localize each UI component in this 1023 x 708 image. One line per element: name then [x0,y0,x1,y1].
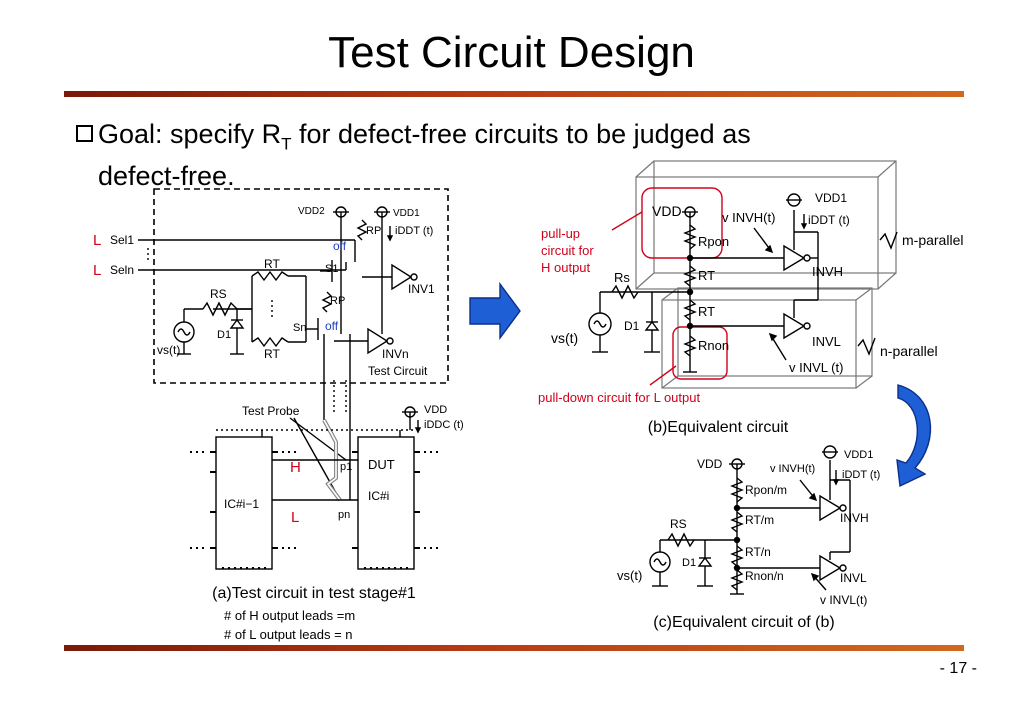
arrow-curved-down-icon [896,384,932,488]
caption-c: (c)Equivalent circuit of (b) [653,614,834,631]
seln-label: Seln [110,263,134,277]
l-output-label: L [291,509,299,526]
inv1-label: INV1 [408,282,435,296]
pullup-note-3: H output [541,260,591,275]
vdd1-label-c: VDD1 [844,449,873,461]
rt-n-label: RT/n [745,545,771,559]
goal-subscript: T [281,134,292,154]
test-circuit-label: Test Circuit [368,364,428,378]
seln-level-label: L [93,262,101,279]
sel1-label: Sel1 [110,233,134,247]
title-rule [64,91,964,97]
figure-c [649,445,851,595]
vs-label-b: vs(t) [551,330,578,346]
vinvl-label-b: v INVL (t) [789,360,843,375]
ic-prev-chip [215,436,273,570]
test-probe-label: Test Probe [242,404,300,418]
rpon-label-b: Rpon [698,234,729,249]
rnon-n-label: Rnon/n [745,569,784,583]
pulldown-note: pull-down circuit for L output [538,390,700,405]
figure-b [588,160,898,389]
note-h-leads: # of H output leads =m [224,608,355,623]
vdd-label-a: VDD [424,404,447,416]
vs-label-c: vs(t) [617,568,642,583]
arrow-right-icon [469,281,521,341]
vdd-label-b: VDD [652,203,682,219]
invl-label-b: INVL [812,334,841,349]
sn-label: Sn [293,322,306,334]
h-output-label: H [290,459,301,476]
vdd-label-c: VDD [697,457,723,471]
off2-label: off [325,319,339,333]
vs-label-a: vs(t) [157,343,180,357]
rp2-label: RP [330,295,345,307]
test-circuit-boundary [153,188,449,384]
rs-label-b: Rs [614,270,630,285]
rp1-label: RP [366,225,381,237]
rpon-m-label: Rpon/m [745,483,787,497]
rs-label-c: RS [670,517,687,531]
goal-text-prefix: Goal: specify R [98,119,282,149]
p1-label: p1 [340,461,352,473]
invh-label-c: INVH [840,511,869,525]
iddc-label: iDDC (t) [424,419,464,431]
vinvh-label-b: v INVH(t) [722,210,775,225]
n-parallel-label: n-parallel [880,343,938,359]
ic-prev-label: IC#i−1 [224,497,259,511]
s1-label: S1 [325,263,338,275]
d1-label-b: D1 [624,319,640,333]
ic-dut-chip [357,436,415,570]
slide-title: Test Circuit Design [328,28,695,77]
note-l-leads: # of L output leads = n [224,627,353,642]
pullup-note-2: circuit for [541,243,594,258]
pullup-note-1: pull-up [541,226,580,241]
rt2-label-b: RT [698,304,715,319]
vdd1-label-a: VDD1 [393,208,420,219]
rt-top-label-a: RT [264,257,280,271]
iddt-label-a: iDDT (t) [395,225,433,237]
pn-label: pn [338,509,350,521]
vdd2-label: VDD2 [298,206,325,217]
invn-label: INVn [382,347,409,361]
pulldown-highlight [672,326,728,380]
goal-text-line2: defect-free. [98,161,235,192]
footer-rule [64,645,964,651]
d1-label-c: D1 [682,557,696,569]
goal-text-suffix: for defect-free circuits to be judged as [291,119,751,149]
page-number: - 17 - [939,660,977,677]
sel1-level-label: L [93,232,101,249]
ic-cur-label: IC#i [368,489,389,503]
iddt-label-b: iDDT (t) [808,213,850,227]
pullup-highlight [641,187,723,259]
invh-label-b: INVH [812,264,843,279]
dut-label: DUT [368,457,395,472]
rt-bottom-label-a: RT [264,347,280,361]
m-parallel-label: m-parallel [902,232,963,248]
vdd1-label-b: VDD1 [815,191,847,205]
rt1-label-b: RT [698,268,715,283]
vinvl-label-c: v INVL(t) [820,593,867,607]
off1-label: off [333,239,347,253]
checkbox-bullet-icon [76,125,93,142]
caption-b: (b)Equivalent circuit [648,419,789,436]
iddt-label-c: iDDT (t) [842,469,880,481]
goal-bullet: Goal: specify RT for defect-free circuit… [76,118,896,192]
vinvh-label-c: v INVH(t) [770,463,815,475]
rs-label-a: RS [210,287,227,301]
caption-a: (a)Test circuit in test stage#1 [212,585,416,602]
invl-label-c: INVL [840,571,867,585]
rt-m-label: RT/m [745,513,774,527]
figure-a [138,188,449,570]
d1-label-a: D1 [217,329,231,341]
rnon-label-b: Rnon [698,338,729,353]
